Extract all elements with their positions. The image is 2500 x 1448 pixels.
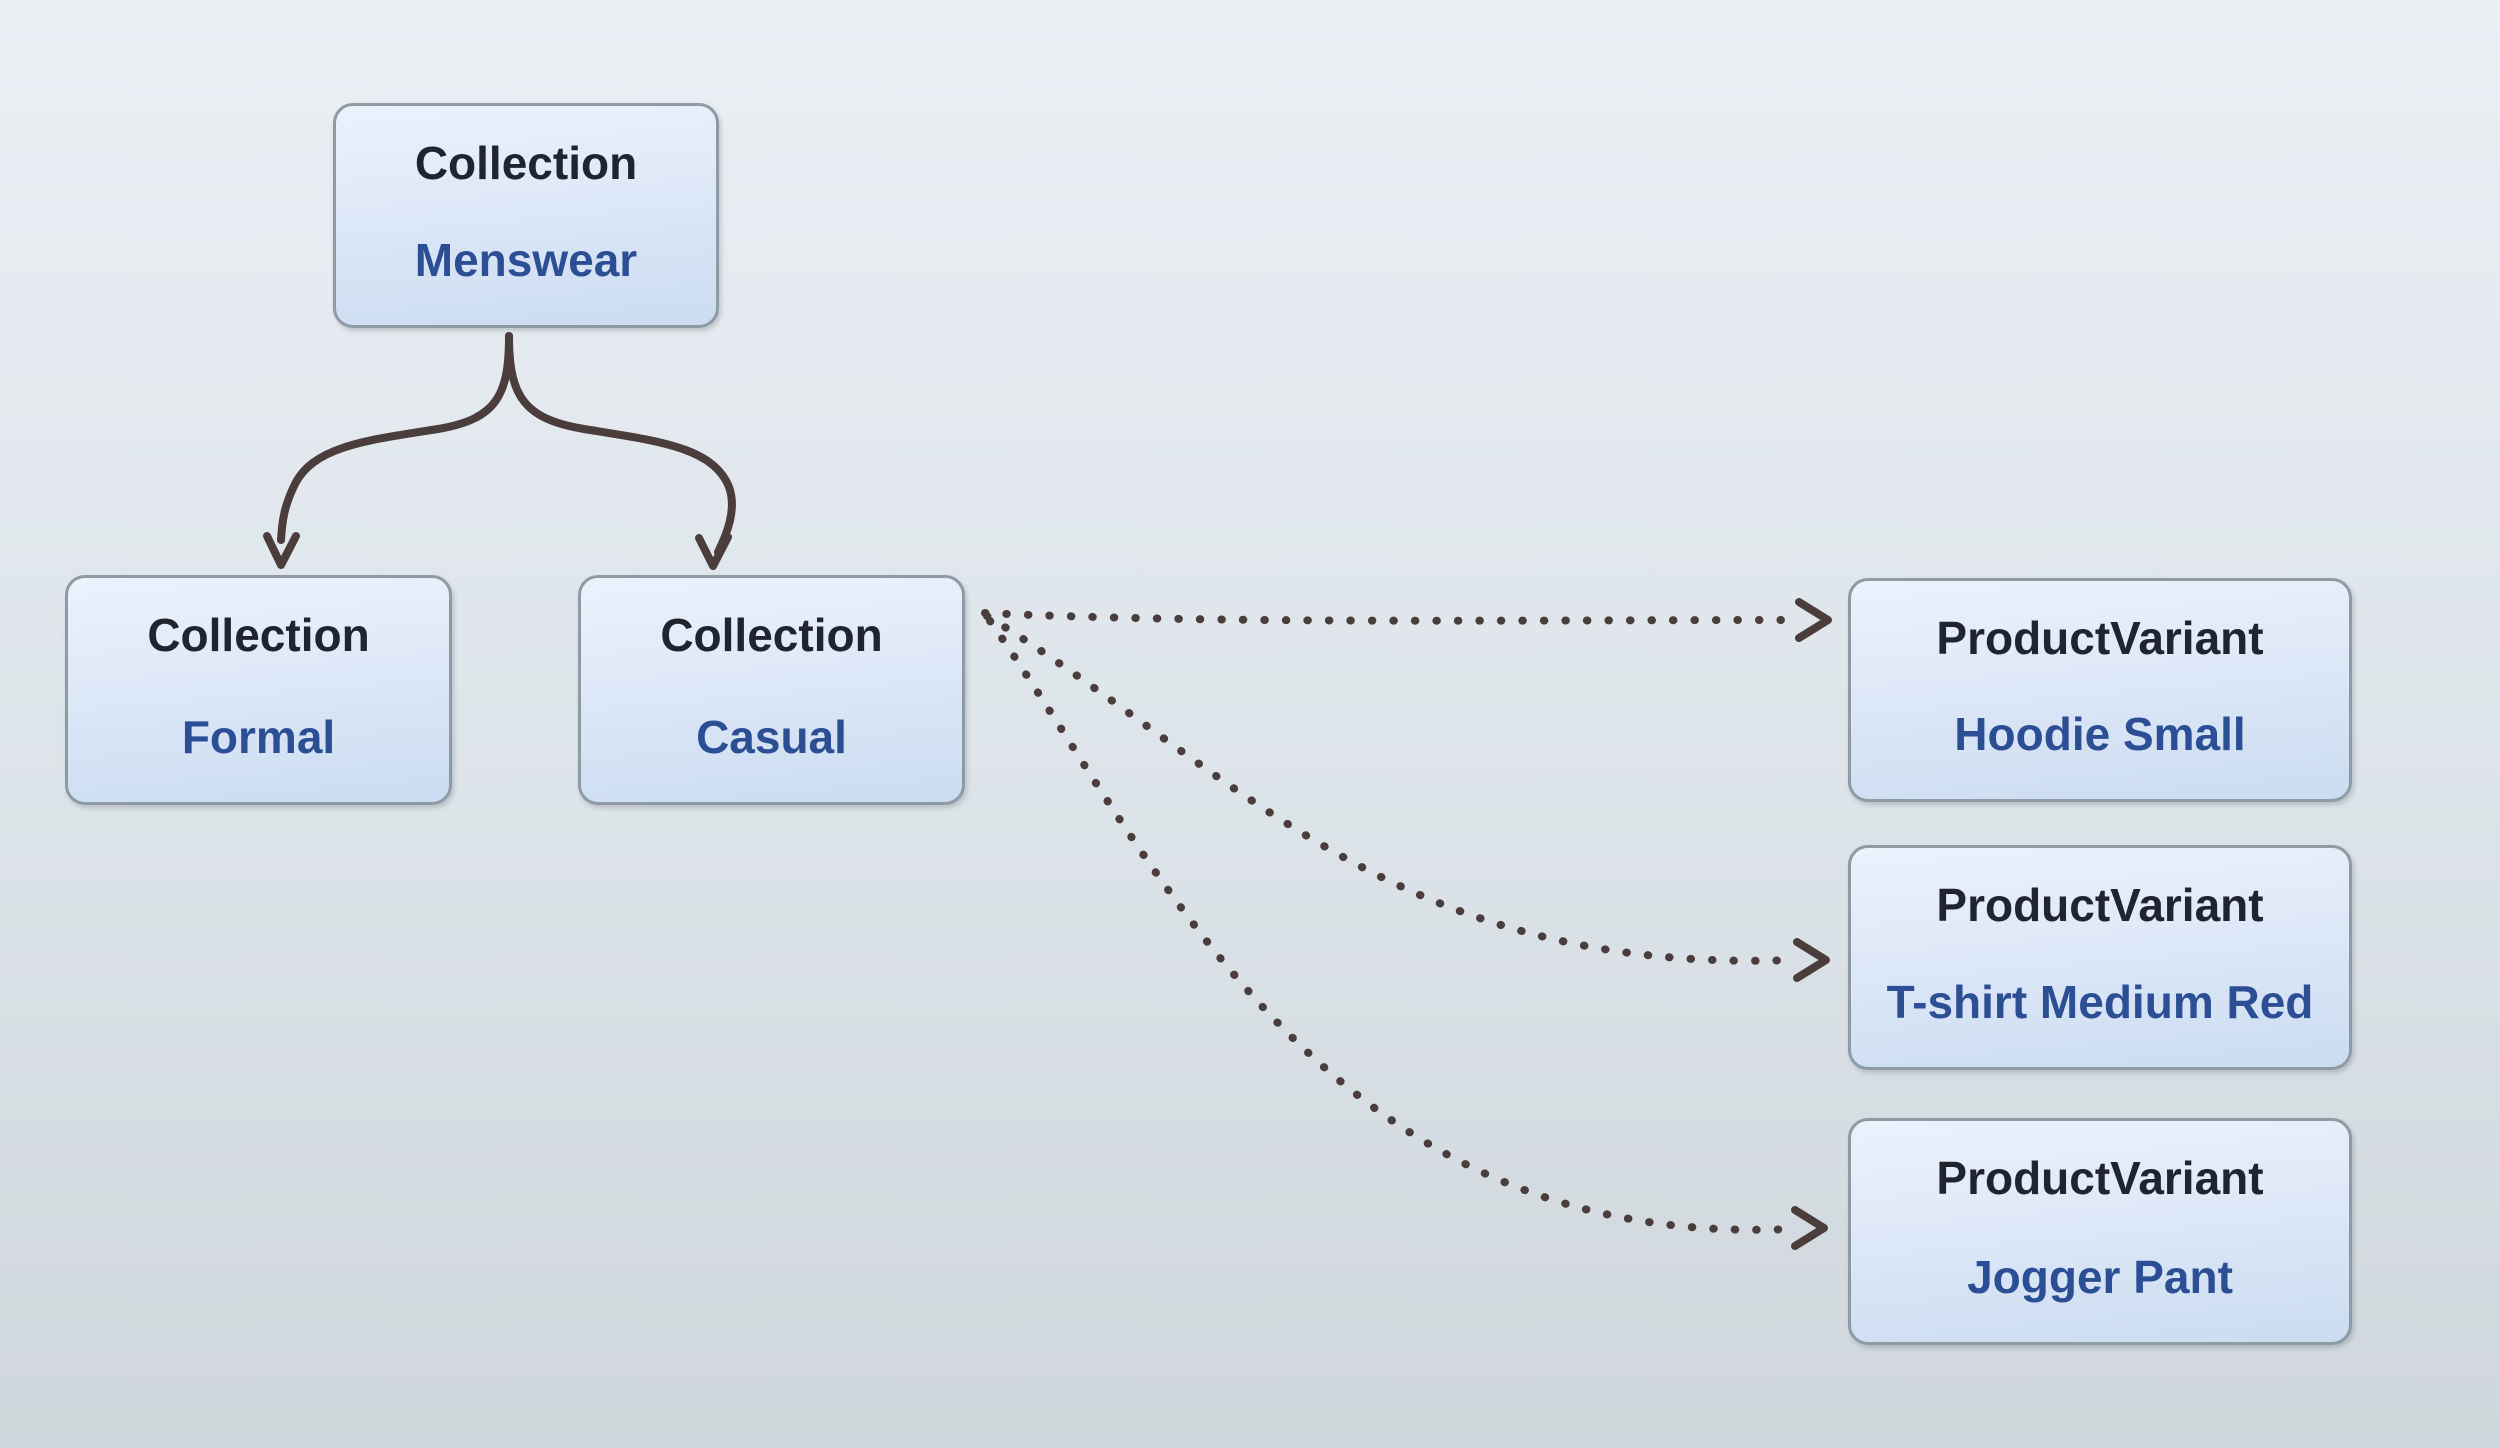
arrowhead-jogger bbox=[1791, 1206, 1828, 1250]
edge-casual-tshirt bbox=[983, 612, 1796, 965]
arrowhead-formal bbox=[263, 532, 300, 569]
node-type: ProductVariant bbox=[1936, 1152, 2264, 1204]
node-label: Casual bbox=[696, 711, 847, 763]
node-type: Collection bbox=[414, 137, 638, 189]
node-collection-menswear: Collection Menswear bbox=[333, 103, 719, 328]
edge-menswear-formal bbox=[277, 332, 513, 544]
arrowhead-casual bbox=[695, 533, 732, 570]
node-productvariant-jogger-pant: ProductVariant Jogger Pant bbox=[1848, 1118, 2352, 1345]
node-label: Menswear bbox=[414, 234, 638, 286]
node-productvariant-hoodie-small: ProductVariant Hoodie Small bbox=[1848, 578, 2352, 802]
arrowhead-hoodie bbox=[1795, 598, 1832, 642]
arrowhead-tshirt bbox=[1793, 938, 1830, 982]
node-collection-formal: Collection Formal bbox=[65, 575, 452, 805]
node-label: Formal bbox=[181, 711, 336, 763]
edge-casual-hoodie bbox=[981, 609, 1800, 625]
node-type: Collection bbox=[660, 609, 883, 661]
node-label: Hoodie Small bbox=[1954, 708, 2246, 760]
edge-menswear-casual bbox=[505, 332, 736, 556]
node-type: ProductVariant bbox=[1936, 879, 2264, 931]
node-label: T-shirt Medium Red bbox=[1886, 976, 2314, 1028]
node-collection-casual: Collection Casual bbox=[578, 575, 965, 805]
node-label: Jogger Pant bbox=[1967, 1251, 2233, 1303]
node-type: ProductVariant bbox=[1936, 612, 2264, 664]
node-type: Collection bbox=[147, 609, 370, 661]
edge-casual-jogger bbox=[986, 617, 1794, 1234]
node-productvariant-tshirt-medium-red: ProductVariant T-shirt Medium Red bbox=[1848, 845, 2352, 1070]
